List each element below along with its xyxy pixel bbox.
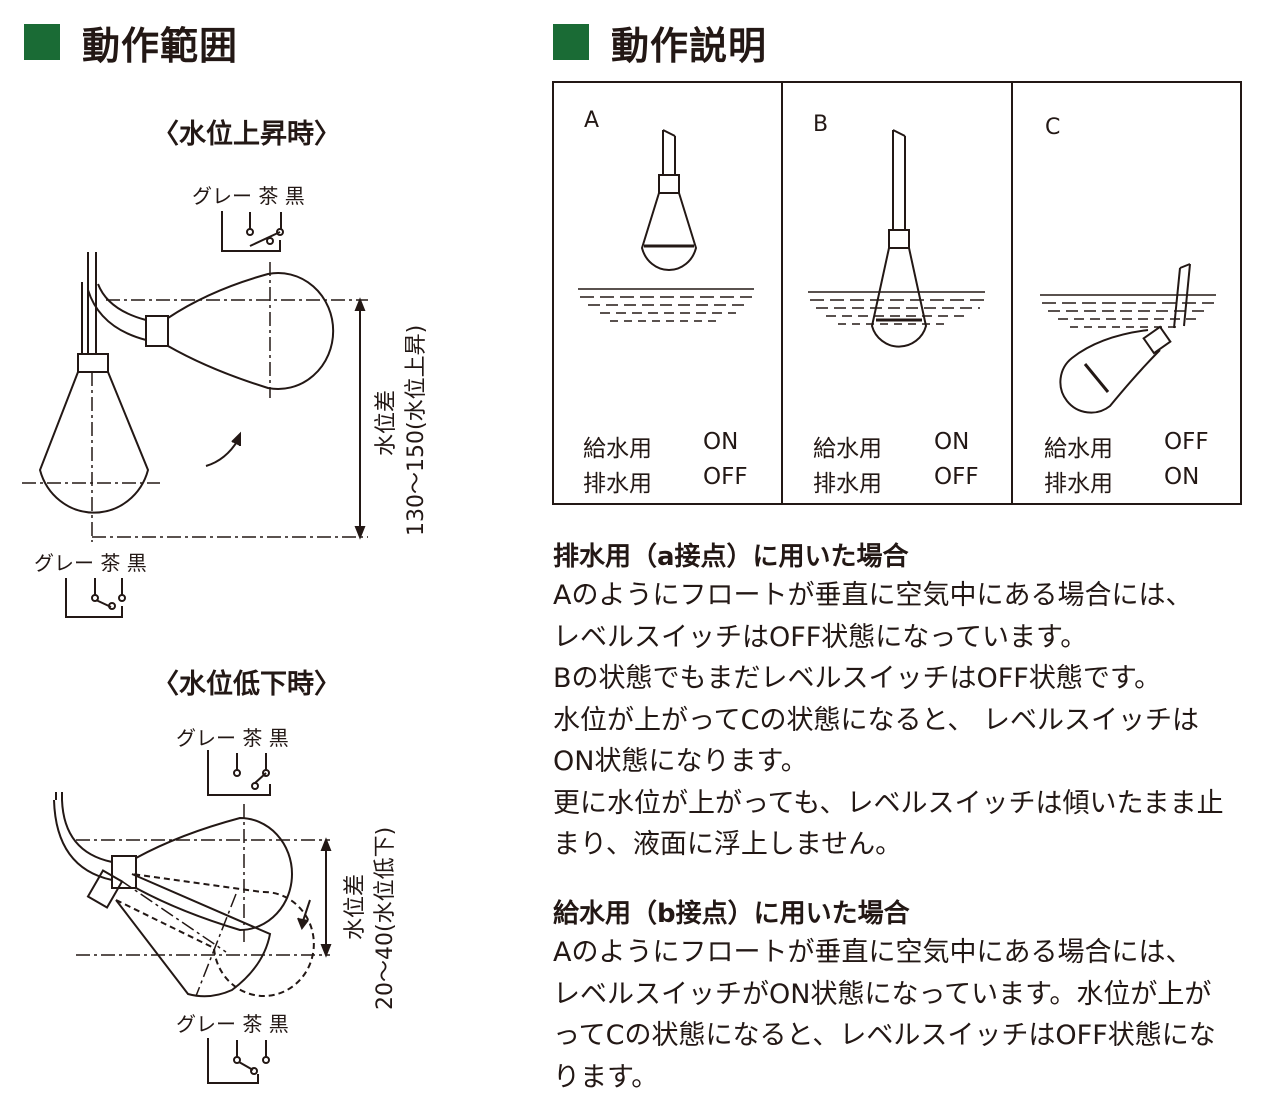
rise-float-hanging xyxy=(22,252,368,542)
rise-wire-label-top: グレー 茶 黒 xyxy=(192,184,305,208)
supply-line: レベルスイッチがON状態になっています。水位が上が xyxy=(553,978,1212,1010)
green-square-icon xyxy=(553,24,589,60)
drain-line: Aのようにフロートが垂直に空気中にある場合には、 xyxy=(553,580,1193,611)
panel-c-letter: C xyxy=(1045,115,1061,140)
green-square-icon xyxy=(24,24,60,60)
panel-c-drain-state: ON xyxy=(1164,464,1200,490)
panel-b-float xyxy=(870,129,928,348)
section-title-operation: 動作説明 xyxy=(553,20,767,68)
drain-line: レベルスイッチはOFF状態になっています。 xyxy=(553,621,1088,653)
fall-switch-symbol-top xyxy=(207,750,271,796)
supply-line: Aのようにフロートが垂直に空気中にある場合には、 xyxy=(553,937,1193,968)
panel-a-supply-label: 給水用 xyxy=(583,436,652,462)
drain-paragraph: Aのようにフロートが垂直に空気中にある場合には、 レベルスイッチはOFF状態にな… xyxy=(553,575,1253,866)
fall-float-level xyxy=(53,792,330,942)
section-title-range: 動作範囲 xyxy=(24,20,238,68)
drain-line: まり、液面に浮上しません。 xyxy=(553,829,903,860)
panel-a-float xyxy=(640,129,698,272)
panel-a-drain-state: OFF xyxy=(703,464,748,490)
supply-line: ります。 xyxy=(553,1061,659,1093)
rise-wire-label-bottom: グレー 茶 黒 xyxy=(34,551,147,575)
panel-b-water xyxy=(808,291,985,325)
panel-a-water xyxy=(578,288,754,322)
fall-arrow-icon xyxy=(297,899,311,931)
panel-c-supply-label: 給水用 xyxy=(1044,436,1113,462)
supply-heading: 給水用（b接点）に用いた場合 xyxy=(553,899,910,929)
drain-line: Bの状態でもまだレベルスイッチはOFF状態です。 xyxy=(553,663,1162,694)
panel-a-drain-label: 排水用 xyxy=(583,471,652,497)
panel-a-supply-state: ON xyxy=(703,429,739,455)
fall-dimension-line xyxy=(320,837,332,958)
panel-c-drain-label: 排水用 xyxy=(1044,471,1113,497)
supply-paragraph: Aのようにフロートが垂直に空気中にある場合には、 レベルスイッチがON状態になっ… xyxy=(553,932,1253,1098)
rise-dimension-line xyxy=(354,297,366,540)
fall-subtitle: 〈水位低下時〉 xyxy=(152,669,341,700)
panel-frame xyxy=(552,81,1242,505)
panel-c-float xyxy=(1059,263,1191,414)
rise-subtitle: 〈水位上昇時〉 xyxy=(152,119,341,150)
fall-wire-label-bottom: グレー 茶 黒 xyxy=(176,1012,289,1036)
drain-line: 水位が上がってCの状態になると、 レベルスイッチは xyxy=(553,704,1200,736)
fall-float-tilted xyxy=(76,869,330,998)
drain-line: ON状態になります。 xyxy=(553,746,808,777)
drain-line: 更に水位が上がっても、レベルスイッチは傾いたまま止 xyxy=(553,787,1224,819)
fall-wire-label-top: グレー 茶 黒 xyxy=(176,726,289,750)
rise-float-raised xyxy=(87,262,368,398)
rise-switch-symbol-bottom xyxy=(65,578,126,618)
panel-c-water xyxy=(1040,294,1216,328)
panel-a-letter: A xyxy=(584,108,600,133)
panel-b-supply-label: 給水用 xyxy=(813,436,882,462)
panel-b-drain-state: OFF xyxy=(934,464,979,490)
drain-heading: 排水用（a接点）に用いた場合 xyxy=(553,542,909,572)
supply-line: ってCの状態になると、レベルスイッチはOFF状態にな xyxy=(553,1020,1216,1051)
panel-b-letter: B xyxy=(813,112,829,137)
fall-switch-symbol-bottom xyxy=(207,1038,270,1084)
rise-switch-symbol-top xyxy=(221,211,284,252)
panel-b-supply-state: ON xyxy=(934,429,970,455)
panel-b-drain-label: 排水用 xyxy=(813,471,882,497)
panel-c-supply-state: OFF xyxy=(1164,429,1209,455)
rise-arrow-icon xyxy=(205,431,241,467)
